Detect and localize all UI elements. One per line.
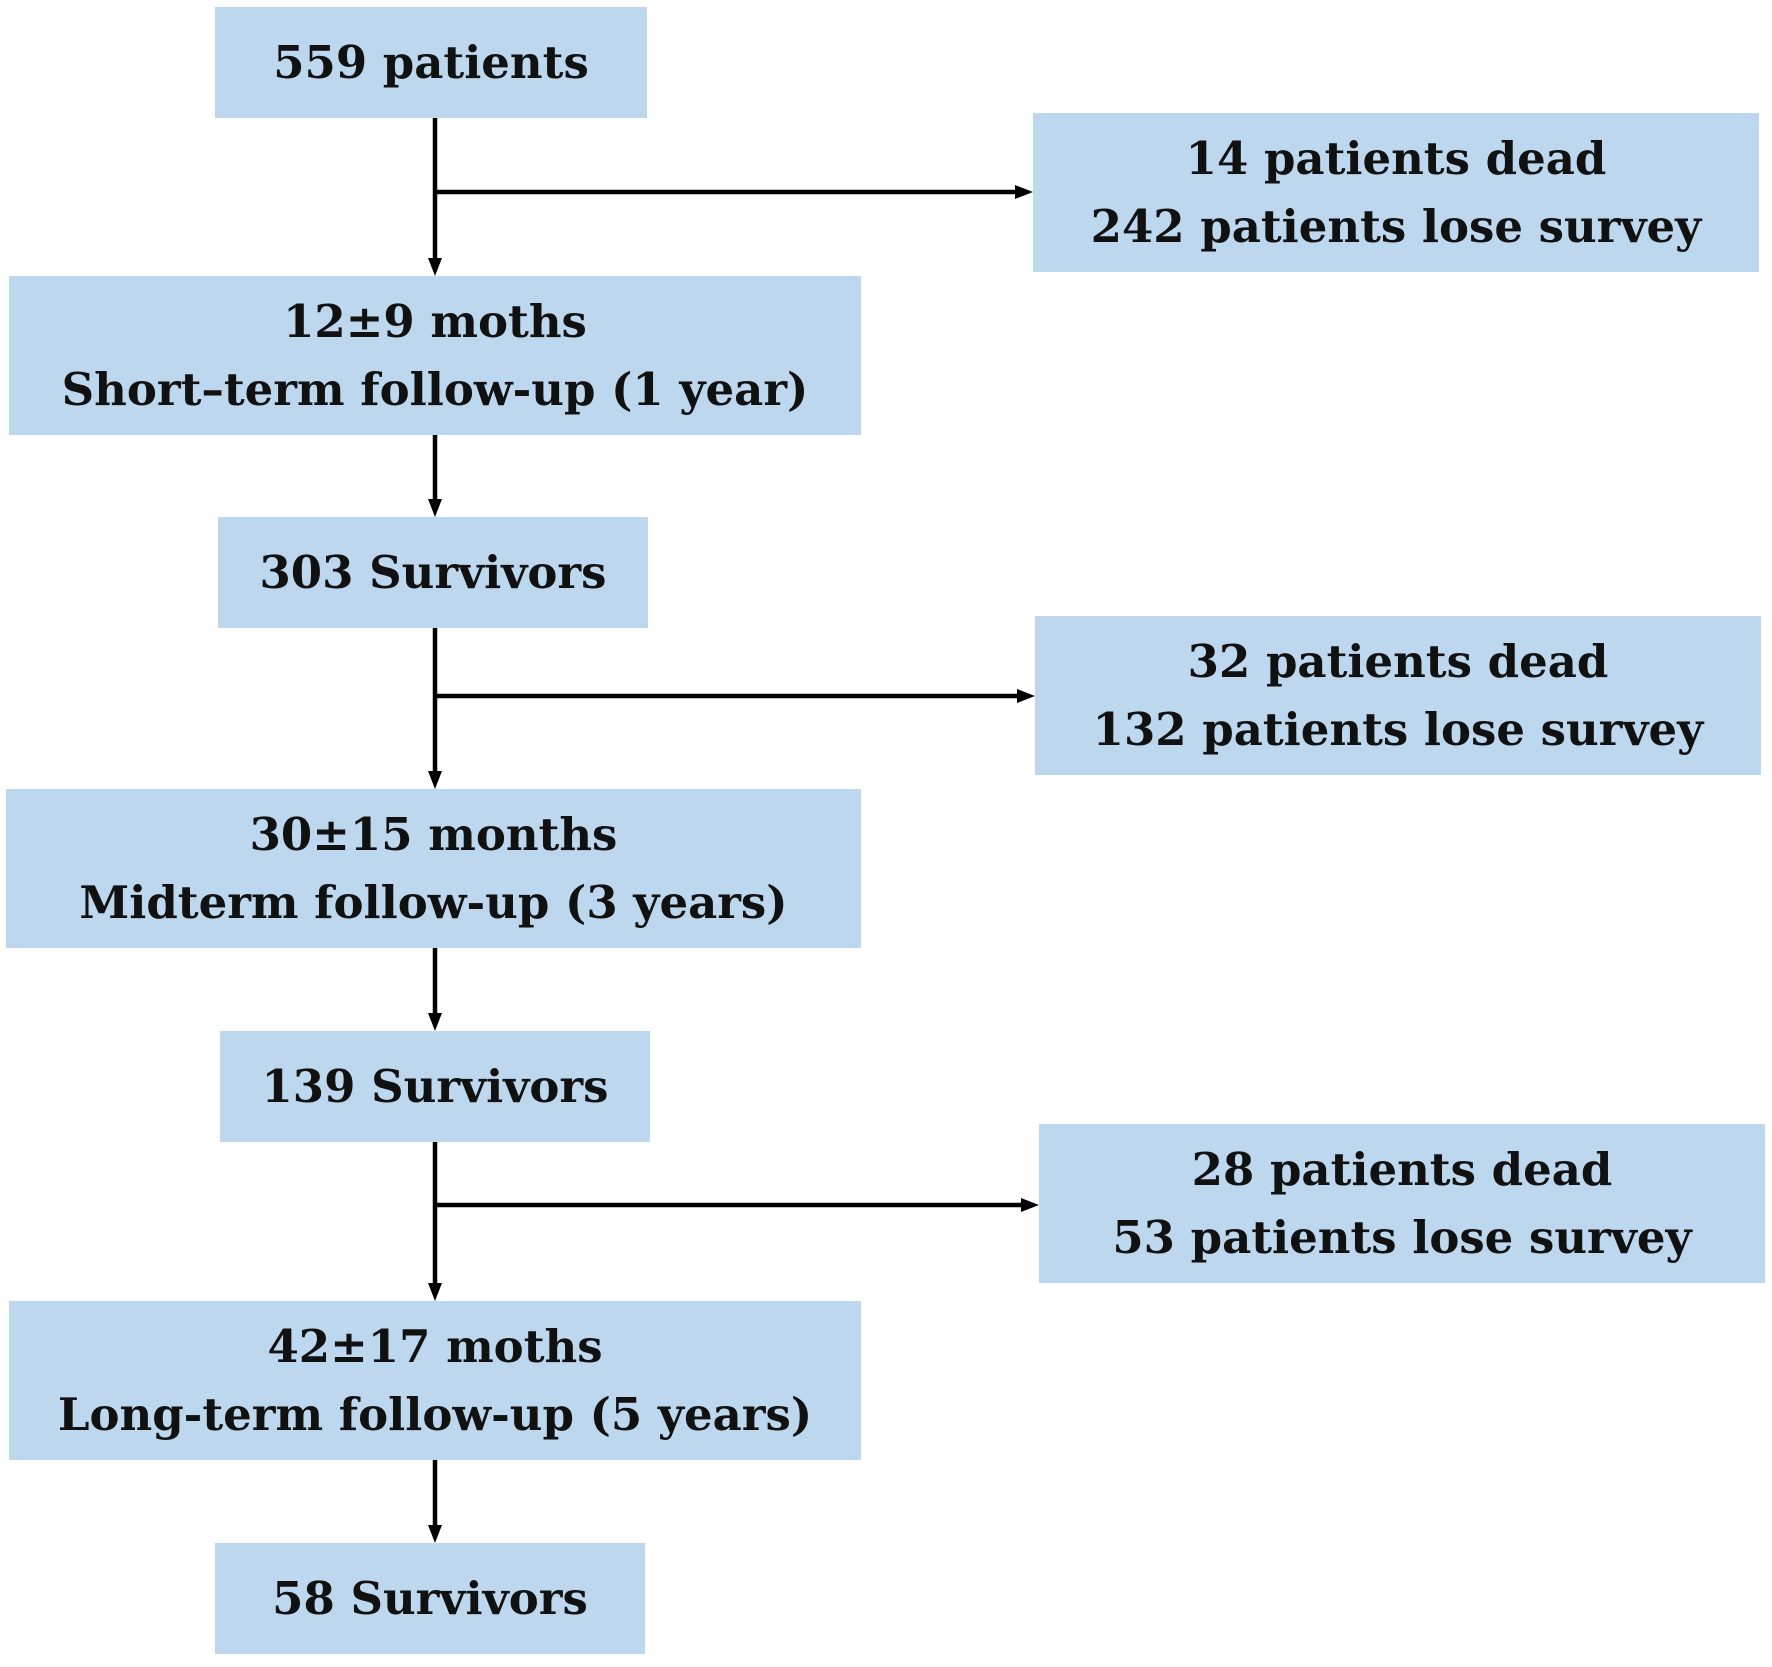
node-survivors-3-line-1: 58 Survivors [272,1571,588,1625]
node-start-line-1: 559 patients [273,35,589,89]
node-long-term-line-1: 42±17 moths [267,1319,603,1373]
arrowhead-short-term-to-survivors-1 [428,499,442,517]
node-survivors-2-line-1: 139 Survivors [261,1059,609,1113]
node-midterm-line-1: 30±15 months [249,807,618,861]
arrowhead-survivors-2-to-long-term [428,1283,442,1301]
node-start: 559 patients [215,7,647,118]
node-survivors-1: 303 Survivors [218,517,648,628]
node-loss-2-line-1: 32 patients dead [1187,634,1609,688]
node-loss-1-line-2: 242 patients lose survey [1090,199,1702,253]
arrowhead-branch-to-loss-2 [1017,689,1035,703]
arrowhead-start-to-short-term [428,258,442,276]
node-loss-1: 14 patients dead 242 patients lose surve… [1033,113,1759,272]
arrowhead-survivors-1-to-midterm [428,771,442,789]
node-short-term-line-2: Short–term follow-up (1 year) [61,362,809,416]
node-loss-2: 32 patients dead 132 patients lose surve… [1035,616,1761,775]
node-loss-2-line-2: 132 patients lose survey [1092,702,1704,756]
node-loss-3: 28 patients dead 53 patients lose survey [1039,1124,1765,1283]
node-loss-3-line-2: 53 patients lose survey [1112,1210,1692,1264]
node-long-term-line-2: Long-term follow-up (5 years) [57,1387,813,1441]
node-short-term-line-1: 12±9 moths [283,294,587,348]
node-loss-3-line-1: 28 patients dead [1191,1142,1613,1196]
arrowhead-branch-to-loss-3 [1021,1198,1039,1212]
arrowhead-long-term-to-survivors-3 [428,1525,442,1543]
node-midterm-follow-up: 30±15 months Midterm follow-up (3 years) [6,789,861,948]
node-survivors-3: 58 Survivors [215,1543,645,1654]
arrowhead-midterm-to-survivors-2 [428,1013,442,1031]
arrowhead-branch-to-loss-1 [1015,185,1033,199]
node-short-term-follow-up: 12±9 moths Short–term follow-up (1 year) [9,276,861,435]
node-survivors-1-line-1: 303 Survivors [259,545,607,599]
node-midterm-line-2: Midterm follow-up (3 years) [79,875,788,929]
node-survivors-2: 139 Survivors [220,1031,650,1142]
node-long-term-follow-up: 42±17 moths Long-term follow-up (5 years… [9,1301,861,1460]
node-loss-1-line-1: 14 patients dead [1185,131,1607,185]
